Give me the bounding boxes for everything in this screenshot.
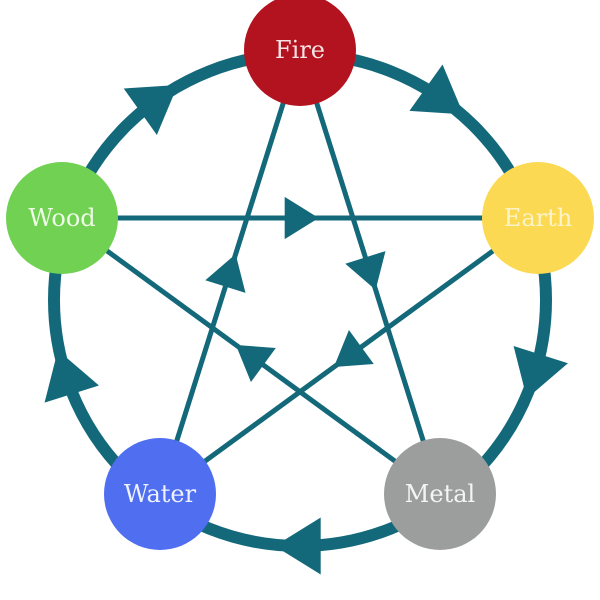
node-earth: Earth [482, 162, 594, 274]
node-metal-circle [384, 438, 496, 550]
generating-arrow-fire-to-earth [409, 64, 464, 115]
node-water-label: Water [124, 480, 197, 508]
node-water: Water [104, 438, 216, 550]
controlling-arrow-water-to-fire [205, 254, 246, 293]
node-metal-label: Metal [405, 480, 475, 508]
generating-arrow-earth-to-metal [513, 345, 568, 399]
node-earth-circle [482, 162, 594, 274]
node-earth-label: Earth [504, 204, 572, 232]
node-fire-circle [244, 0, 356, 106]
node-wood-label: Wood [28, 204, 95, 232]
element-nodes: Fire Earth Metal Water Wood [6, 0, 594, 550]
controlling-arrow-metal-to-wood [235, 344, 276, 383]
controlling-cycle-star [60, 49, 540, 497]
node-water-circle [104, 438, 216, 550]
node-metal: Metal [384, 438, 496, 550]
node-fire-label: Fire [275, 36, 325, 64]
generating-arrow-water-to-wood [44, 350, 99, 403]
controlling-arrow-earth-to-water [333, 329, 374, 368]
generating-arrow-wood-to-fire [123, 85, 178, 135]
node-fire: Fire [244, 0, 356, 106]
controlling-arrow-fire-to-metal [345, 251, 386, 290]
node-wood: Wood [6, 162, 118, 274]
node-wood-circle [6, 162, 118, 274]
controlling-arrow-wood-to-earth [284, 196, 319, 240]
generating-arrow-metal-to-water [274, 517, 321, 575]
